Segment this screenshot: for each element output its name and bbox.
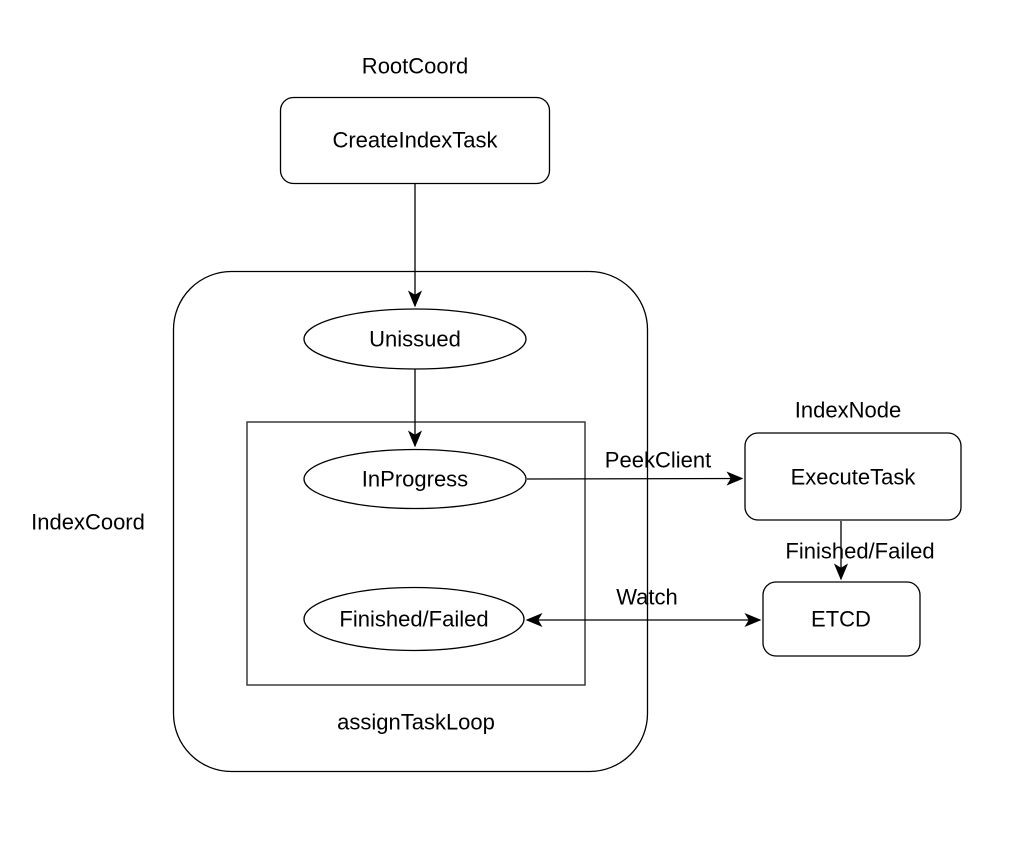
etcd-label: ETCD xyxy=(811,606,871,632)
in-progress-label: InProgress xyxy=(361,466,469,492)
assigntaskloop-label: assignTaskLoop xyxy=(337,709,495,735)
indexcoord-container-box xyxy=(172,270,649,773)
indexcoord-lane-label: IndexCoord xyxy=(31,509,145,535)
in-progress-ellipse xyxy=(303,448,527,510)
watch-edge-label: Watch xyxy=(616,584,678,610)
create-index-task-box xyxy=(279,96,551,185)
edge-peekclient xyxy=(526,471,744,486)
finished-failed-edge-label: Finished/Failed xyxy=(785,538,935,564)
finished-failed-state-label: Finished/Failed xyxy=(339,606,489,632)
indexnode-lane-label: IndexNode xyxy=(794,397,902,423)
unissued-label: Unissued xyxy=(369,326,461,352)
rootcoord-lane-label: RootCoord xyxy=(361,53,469,79)
execute-task-label: ExecuteTask xyxy=(790,464,916,490)
peekclient-edge-label: PeekClient xyxy=(604,447,712,473)
create-index-task-label: CreateIndexTask xyxy=(332,127,498,153)
assigntaskloop-container-box xyxy=(246,421,586,686)
execute-task-box xyxy=(744,432,962,521)
finished-failed-ellipse xyxy=(303,586,525,652)
etcd-box xyxy=(762,581,921,657)
